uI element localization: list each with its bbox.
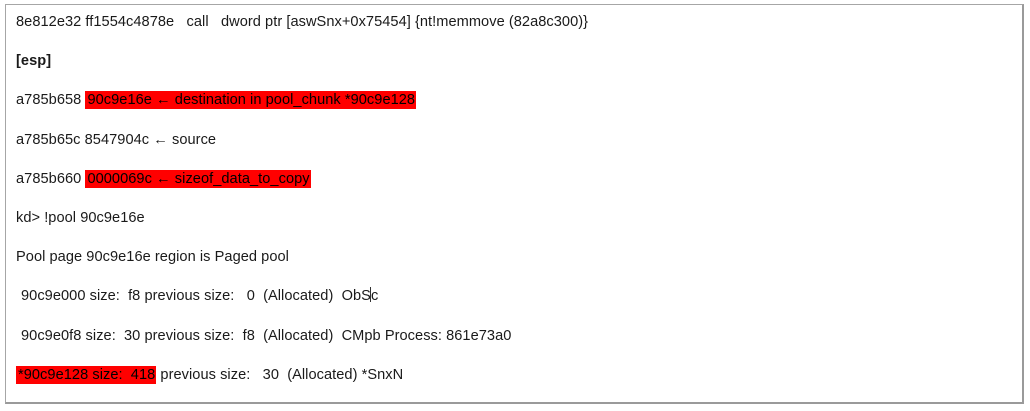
text-cursor-caret (370, 287, 372, 303)
line-stack-source: a785b65c 8547904c ← source (16, 129, 1012, 168)
line-pool-page-region: Pool page 90c9e16e region is Paged pool (16, 246, 1012, 285)
chunk-90c9e000-text-tail: c (370, 288, 379, 305)
line-command-prompt: kd> !pool 90c9e16e (16, 207, 1012, 246)
line-chunk-90c9e000: 90c9e000 size: f8 previous size: 0 (Allo… (16, 285, 1012, 324)
command-prompt-text: kd> !pool 90c9e16e (16, 209, 145, 226)
stack-address-size: a785b660 (16, 170, 86, 187)
stack-address-destination: a785b658 (16, 92, 86, 109)
line-stack-destination: a785b658 90c9e16e ← destination in pool_… (16, 89, 1012, 128)
stack-source-text: a785b65c 8547904c ← source (16, 131, 217, 148)
chunk-90c9e0f8-text: 90c9e0f8 size: 30 previous size: f8 (All… (21, 327, 512, 344)
highlight-size: 0000069c ← sizeof_data_to_copy (85, 169, 311, 188)
disasm-call-text: 8e812e32 ff1554c4878e call dword ptr [as… (16, 14, 589, 30)
debugger-output-text: 8e812e32 ff1554c4878e call dword ptr [as… (6, 5, 1022, 402)
chunk-90c9e000-text: 90c9e000 size: f8 previous size: 0 (Allo… (21, 288, 371, 305)
chunk-90c9e128-text-tail: previous size: 30 (Allocated) *SnxN (156, 366, 404, 383)
line-disasm-call: 8e812e32 ff1554c4878e call dword ptr [as… (16, 11, 1012, 50)
line-chunk-90c9e128: *90c9e128 size: 418 previous size: 30 (A… (16, 364, 1012, 403)
highlight-destination: 90c9e16e ← destination in pool_chunk *90… (85, 91, 417, 110)
line-stack-size: a785b660 0000069c ← sizeof_data_to_copy (16, 168, 1012, 207)
pool-page-region-text: Pool page 90c9e16e region is Paged pool (16, 249, 289, 266)
line-chunk-90c9e0f8: 90c9e0f8 size: 30 previous size: f8 (All… (16, 325, 1012, 364)
esp-label-text: [esp] (16, 53, 52, 70)
highlight-chunk-90c9e128: *90c9e128 size: 418 (16, 365, 157, 384)
document-frame: 8e812e32 ff1554c4878e call dword ptr [as… (5, 4, 1024, 404)
line-esp-label: [esp] (16, 50, 1012, 89)
